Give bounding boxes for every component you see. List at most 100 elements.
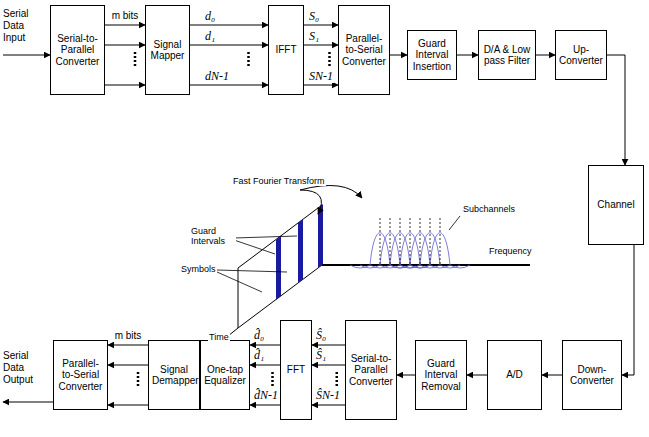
box-label: Channel <box>592 199 640 211</box>
signal-name: Ŝ₀ <box>315 328 327 342</box>
process-box: One-tap Equalizer <box>200 340 250 410</box>
process-box: Serial-to-Parallel Converter <box>345 320 397 420</box>
signal-name: dN-1 <box>204 69 230 83</box>
box-label: Down-Converter <box>566 364 618 387</box>
guard-interval-bar <box>298 219 303 283</box>
connector <box>457 55 478 56</box>
signal-line <box>105 45 145 46</box>
process-box: Signal Demapper <box>148 340 200 410</box>
connector <box>536 55 555 56</box>
signal-line <box>304 45 338 46</box>
signal-line <box>190 85 268 86</box>
fft-arrow <box>300 186 362 199</box>
signal-line <box>312 345 345 346</box>
process-box: A/D <box>487 340 542 410</box>
process-box: Guard Interval Removal <box>415 340 467 410</box>
signal-line <box>190 45 268 46</box>
dashed-line <box>380 218 381 265</box>
signal-line <box>467 375 487 376</box>
signal-name: S₀ <box>308 9 320 23</box>
process-box: FFT <box>280 320 312 420</box>
box-label: Serial-to-Parallel Converter <box>54 33 101 68</box>
signal-line <box>108 365 148 366</box>
leader-line <box>234 236 297 238</box>
box-label: Guard Interval Insertion <box>411 38 453 73</box>
connector <box>105 25 145 85</box>
box-label: Guard Interval Removal <box>419 358 463 393</box>
signal-line <box>607 55 625 165</box>
figure-label: Subchannels <box>462 204 516 214</box>
signal-line <box>250 345 280 346</box>
signal-name: SN-1 <box>308 69 334 83</box>
signal-name: S₁ <box>308 29 320 43</box>
channel-box: Channel <box>588 165 644 245</box>
connector <box>108 345 148 405</box>
box-label: Parallel-to-Serial Converter <box>342 33 386 68</box>
box-label: A/D <box>491 369 538 381</box>
input-arrow <box>3 55 50 56</box>
connector <box>622 245 634 375</box>
fft-arrow <box>300 190 321 214</box>
dashed-line <box>410 218 411 265</box>
bus-dots <box>336 372 339 386</box>
connector <box>390 55 407 56</box>
signal-name: d₀ <box>204 9 216 23</box>
box-label: One-tap Equalizer <box>204 364 246 387</box>
process-box: Down-Converter <box>562 340 622 410</box>
signal-line <box>622 245 634 375</box>
bus-width-label: m bits <box>111 10 140 22</box>
box-label: D/A & Low pass Filter <box>482 44 532 67</box>
connector <box>250 345 280 405</box>
bus-dots <box>247 52 250 66</box>
signal-line <box>105 85 145 86</box>
signal-line <box>390 55 407 56</box>
process-box: Guard Interval Insertion <box>407 30 457 80</box>
connector <box>190 25 268 85</box>
bus-dots <box>328 52 331 66</box>
connector <box>304 25 338 85</box>
signal-line <box>304 25 338 26</box>
dashed-line <box>390 218 391 265</box>
bus-dots <box>271 372 274 386</box>
signal-name: d̂N-1 <box>253 388 279 402</box>
signal-line <box>397 375 415 376</box>
connector <box>467 375 487 376</box>
signal-name: ŜN-1 <box>315 388 341 402</box>
signal-line <box>190 25 268 26</box>
process-box: Parallel-to-Serial Converter <box>338 5 390 95</box>
signal-name: d̂₁ <box>253 348 265 362</box>
box-label: Up-Converter <box>559 44 603 67</box>
leader-line <box>449 216 460 230</box>
subcarrier-centres <box>380 218 440 265</box>
connector <box>397 375 415 376</box>
connector <box>312 345 345 405</box>
output-arrow <box>3 402 53 403</box>
signal-line <box>304 85 338 86</box>
signal-line <box>542 375 562 376</box>
connector <box>607 55 625 165</box>
signal-line <box>312 365 345 366</box>
figure-label: Time <box>208 332 230 342</box>
dashed-line <box>420 218 421 265</box>
io-label: Serial Data Output <box>3 350 43 386</box>
signal-line <box>108 405 148 406</box>
process-box: Signal Mapper <box>145 5 190 95</box>
symbol-plane <box>238 205 322 328</box>
time-frequency-figure <box>217 186 530 337</box>
box-label: FFT <box>284 364 308 376</box>
dashed-line <box>400 218 401 265</box>
io-label: Serial Data Input <box>3 8 43 44</box>
leader-line <box>217 272 262 292</box>
figure-label: Symbols <box>180 264 217 274</box>
signal-name: Ŝ₁ <box>315 348 327 362</box>
figure-label: Guard Intervals <box>190 226 236 247</box>
frequency-axis <box>322 264 530 266</box>
signal-line <box>536 55 555 56</box>
signal-line <box>250 365 280 366</box>
connector <box>542 375 562 376</box>
signal-line <box>105 25 145 26</box>
process-box: Up-Converter <box>555 30 607 80</box>
signal-line <box>312 405 345 406</box>
figure-label: Frequency <box>488 246 533 256</box>
